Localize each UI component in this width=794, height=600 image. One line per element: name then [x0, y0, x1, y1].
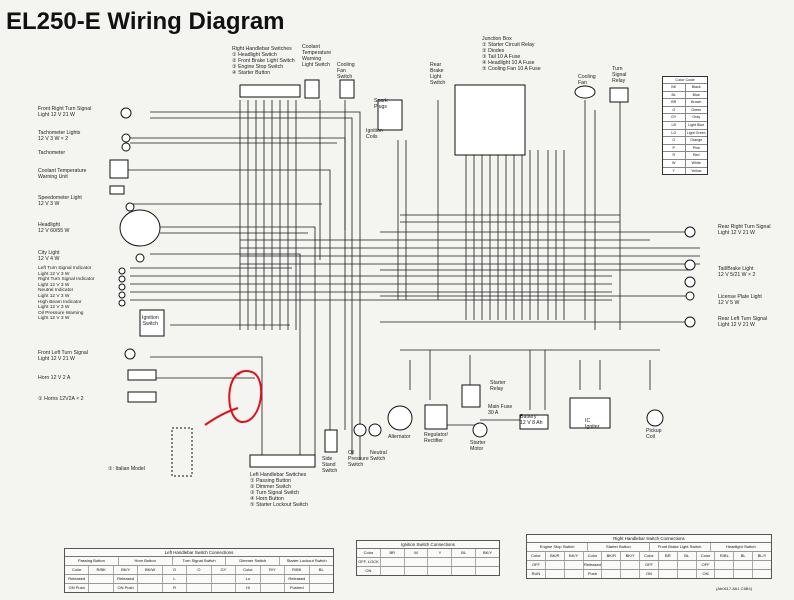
color-code-title: Color Code	[675, 78, 695, 82]
label-starter-relay: Starter Relay	[490, 380, 506, 392]
label-ic-igniter: IC Igniter	[585, 418, 600, 430]
label-tachometer-lights: Tachometer Lights 12 V 3 W × 2	[38, 130, 81, 142]
label-front-left-turn-signal: Front Left Turn Signal Light 12 V 21 W	[38, 350, 88, 362]
junction-box-symbol	[454, 84, 526, 156]
label-battery: Battery 12 V 8 Ah	[520, 414, 543, 426]
label-headlight: Headlight 12 V 60/55 W	[38, 222, 70, 234]
front-right-turn-signal-bulb	[120, 107, 132, 119]
label-pickup-coil: Pickup Coil	[646, 428, 662, 440]
label-starter-motor: Starter Motor	[470, 440, 486, 452]
label-main-fuse: Main Fuse 30 A	[488, 404, 513, 416]
label-rear-brake-switch: Rear Brake Light Switch	[430, 62, 446, 86]
table-row: ON	[357, 567, 499, 575]
label-license-plate-light: License Plate Light 12 V 5 W	[718, 294, 762, 306]
left-handlebar-connections-table: Left Handlebar Switch Connections Passin…	[64, 548, 334, 593]
label-coolant-warning-unit: Coolant Temperature Warning Unit	[38, 168, 87, 180]
label-side-stand-switch: Side Stand Switch	[322, 456, 338, 474]
label-front-right-turn-signal: Front Right Turn Signal Light 12 V 21 W	[38, 106, 92, 118]
label-spark-plugs: Spark Plugs	[374, 98, 388, 110]
label-horn: Horn 12 V 2 A	[38, 375, 71, 381]
label-rear-right-turn-signal: Rear Right Turn Signal Light 12 V 21 W	[718, 224, 771, 236]
label-cooling-fan-switch: Cooling Fan Switch	[337, 62, 355, 80]
label-speedometer-light: Speedometer Light 12 V 3 W	[38, 195, 82, 207]
table-caption: Ignition Switch Connections	[357, 541, 499, 549]
table-caption: Left Handlebar Switch Connections	[65, 549, 333, 557]
label-neutral-switch: Neutral Switch	[370, 450, 387, 462]
label-alternator: Alternator	[388, 434, 411, 440]
wire-harness	[120, 100, 700, 465]
label-regulator-rectifier: Regulator/ Rectifier	[424, 432, 448, 444]
label-ignition-switch: Ignition Switch	[142, 315, 159, 327]
label-cooling-fan: Cooling Fan	[578, 74, 596, 86]
label-indicator-lights: Left Turn Signal Indicator Light 12 V 3 …	[38, 266, 95, 322]
ic-igniter-symbol	[569, 397, 611, 429]
table-row: OFF, LOCK	[357, 558, 499, 567]
regulator-symbol	[424, 404, 448, 430]
italian-model-note: ①: Italian Model	[108, 466, 145, 472]
label-tail-brake-light: Tail/Brake Light 12 V 5/21 W × 2	[718, 266, 756, 278]
page-title: EL250-E Wiring Diagram	[6, 8, 285, 35]
label-horns-italian: ① Horns 12V2A × 2	[38, 396, 84, 402]
right-handlebar-connections-table: Right Handlebar Switch Connections Engin…	[526, 534, 772, 579]
ignition-switch-symbol	[139, 309, 165, 337]
alternator-symbol	[387, 405, 413, 431]
headlight-symbol	[119, 209, 161, 247]
footer-code: (Ab0617-8A1 C6B4)	[716, 586, 753, 591]
label-coolant-temp-switch: Coolant Temperature Warning Light Switch	[302, 44, 332, 68]
label-city-light: City Light 12 V 4 W	[38, 250, 60, 262]
label-tachometer: Tachometer	[38, 150, 66, 156]
label-junction-box: Junction Box ① Starter Circuit Relay ② D…	[482, 36, 541, 72]
pickup-coil-symbol	[646, 409, 664, 427]
label-oil-pressure-switch: Oil Pressure Switch	[348, 450, 369, 468]
ignition-coils-symbol	[377, 99, 403, 131]
label-ignition-coils: Ignition Coils	[366, 128, 383, 140]
label-right-handlebar-switches: Right Handlebar Switches ① Headlight Swi…	[232, 46, 295, 76]
tachometer-symbol	[109, 159, 129, 179]
battery-symbol	[519, 414, 549, 430]
table-caption: Right Handlebar Switch Connections	[527, 535, 771, 543]
component-symbols	[109, 79, 696, 477]
red-annotation-circle	[204, 370, 263, 426]
starter-motor-symbol	[472, 422, 488, 438]
label-rear-left-turn-signal: Rear Left Turn Signal Light 12 V 21 W	[718, 316, 768, 328]
label-turn-signal-relay: Turn Signal Relay	[612, 66, 627, 84]
label-left-handlebar-switches: Left Handlebar Switches ① Passing Button…	[250, 472, 308, 508]
